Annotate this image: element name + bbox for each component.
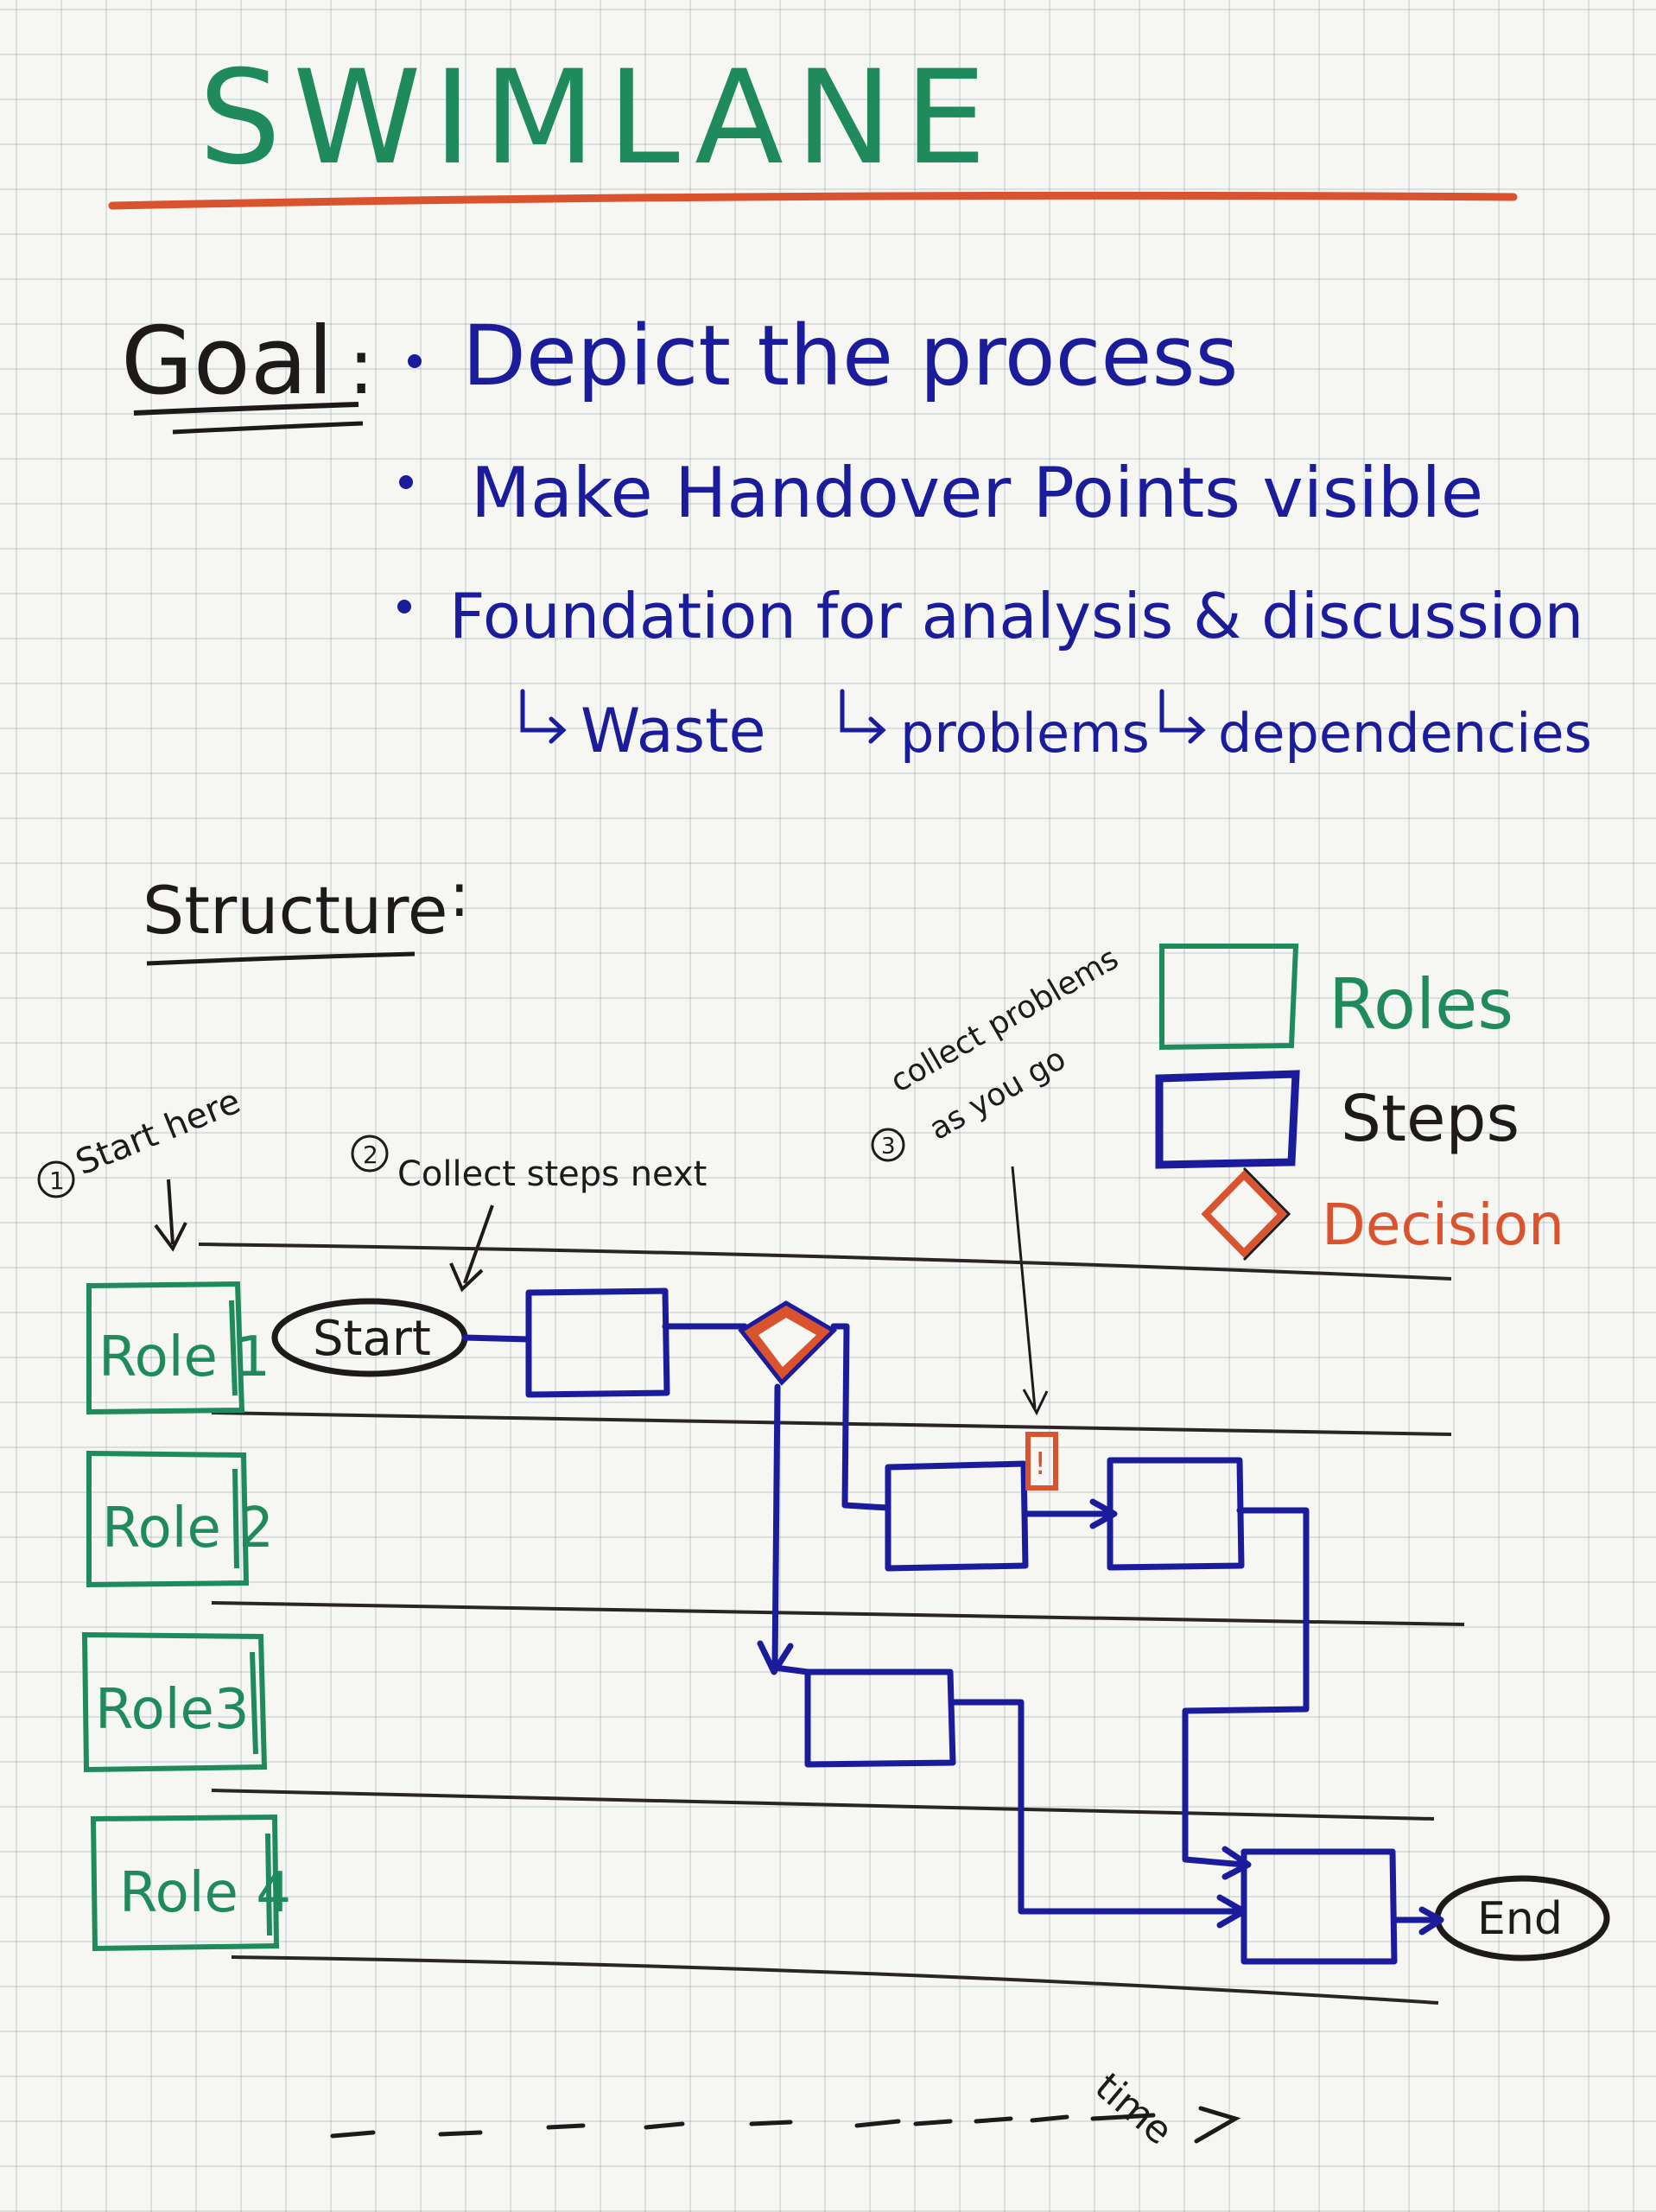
arrow-down-icon	[154, 1179, 187, 1252]
legend-roles: Roles	[1329, 964, 1513, 1045]
number-2-badge	[351, 1135, 389, 1173]
legend-steps: Steps	[1341, 1082, 1520, 1156]
problem-marker-label: !	[1034, 1446, 1046, 1482]
svg-text::: :	[449, 860, 470, 931]
svg-text:3: 3	[881, 1134, 896, 1160]
bullet-dot	[397, 600, 411, 613]
sub-item-dependencies: dependencies	[1218, 702, 1592, 765]
bullet-dot	[408, 354, 422, 368]
legend-decision: Decision	[1322, 1192, 1564, 1258]
svg-text:1: 1	[49, 1166, 65, 1195]
step-box	[1107, 1457, 1245, 1571]
role-1-label: Role 1	[98, 1325, 270, 1389]
process-flow	[461, 1287, 1444, 1965]
problem-marker	[1025, 1432, 1058, 1491]
time-label: time	[1087, 2064, 1181, 2153]
arrow-icon	[449, 1205, 494, 1293]
time-axis	[330, 2106, 1241, 2144]
sub-item-waste: Waste	[581, 696, 766, 766]
legend-decision-diamond	[1201, 1170, 1287, 1258]
arrow-down-icon	[1011, 1166, 1049, 1416]
role-lane-3: Role3	[81, 1631, 268, 1773]
legend-step-box	[1155, 1070, 1300, 1169]
role-box	[86, 1281, 245, 1415]
start-label: Start	[313, 1311, 431, 1367]
step-box	[885, 1460, 1029, 1572]
goal-bullet-2: Make Handover Points visible	[471, 453, 1483, 533]
goal-bullet-3: Foundation for analysis & discussion	[449, 580, 1583, 652]
sub-item-problems: problems	[900, 702, 1150, 765]
svg-text:2: 2	[363, 1141, 378, 1169]
title-underline	[108, 191, 1518, 210]
annotation-start-here: Start here	[71, 1081, 246, 1183]
role-lane-4: Role 4	[90, 1814, 291, 1952]
step-box	[804, 1669, 956, 1768]
role-box	[86, 1450, 250, 1588]
svg-text::: :	[348, 321, 374, 412]
bullet-dot	[399, 475, 413, 489]
end-label: End	[1477, 1893, 1563, 1945]
number-3-badge	[871, 1128, 905, 1162]
page-title: SWIMLANE	[199, 43, 999, 194]
annotation-collect-steps: Collect steps next	[397, 1154, 707, 1194]
sub-arrow-icons	[520, 689, 1206, 744]
goal-bullet-1: Depict the process	[462, 308, 1239, 404]
role-2-label: Role 2	[102, 1497, 274, 1560]
structure-label: Structure	[143, 872, 448, 949]
step-box	[525, 1287, 670, 1398]
step-box	[1240, 1848, 1398, 1965]
number-1-badge	[37, 1160, 75, 1198]
role-4-label: Role 4	[119, 1861, 291, 1925]
goal-label: Goal	[121, 308, 333, 416]
role-box	[81, 1631, 268, 1773]
arrow-right-icon	[1194, 2106, 1241, 2144]
structure-underline	[146, 951, 416, 966]
role-lane-1: Role 1	[86, 1281, 270, 1415]
role-box	[90, 1814, 280, 1952]
goal-underline	[133, 402, 359, 416]
legend-role-box	[1159, 944, 1299, 1051]
role-3-label: Role3	[95, 1678, 250, 1742]
role-lane-2: Role 2	[86, 1450, 274, 1588]
